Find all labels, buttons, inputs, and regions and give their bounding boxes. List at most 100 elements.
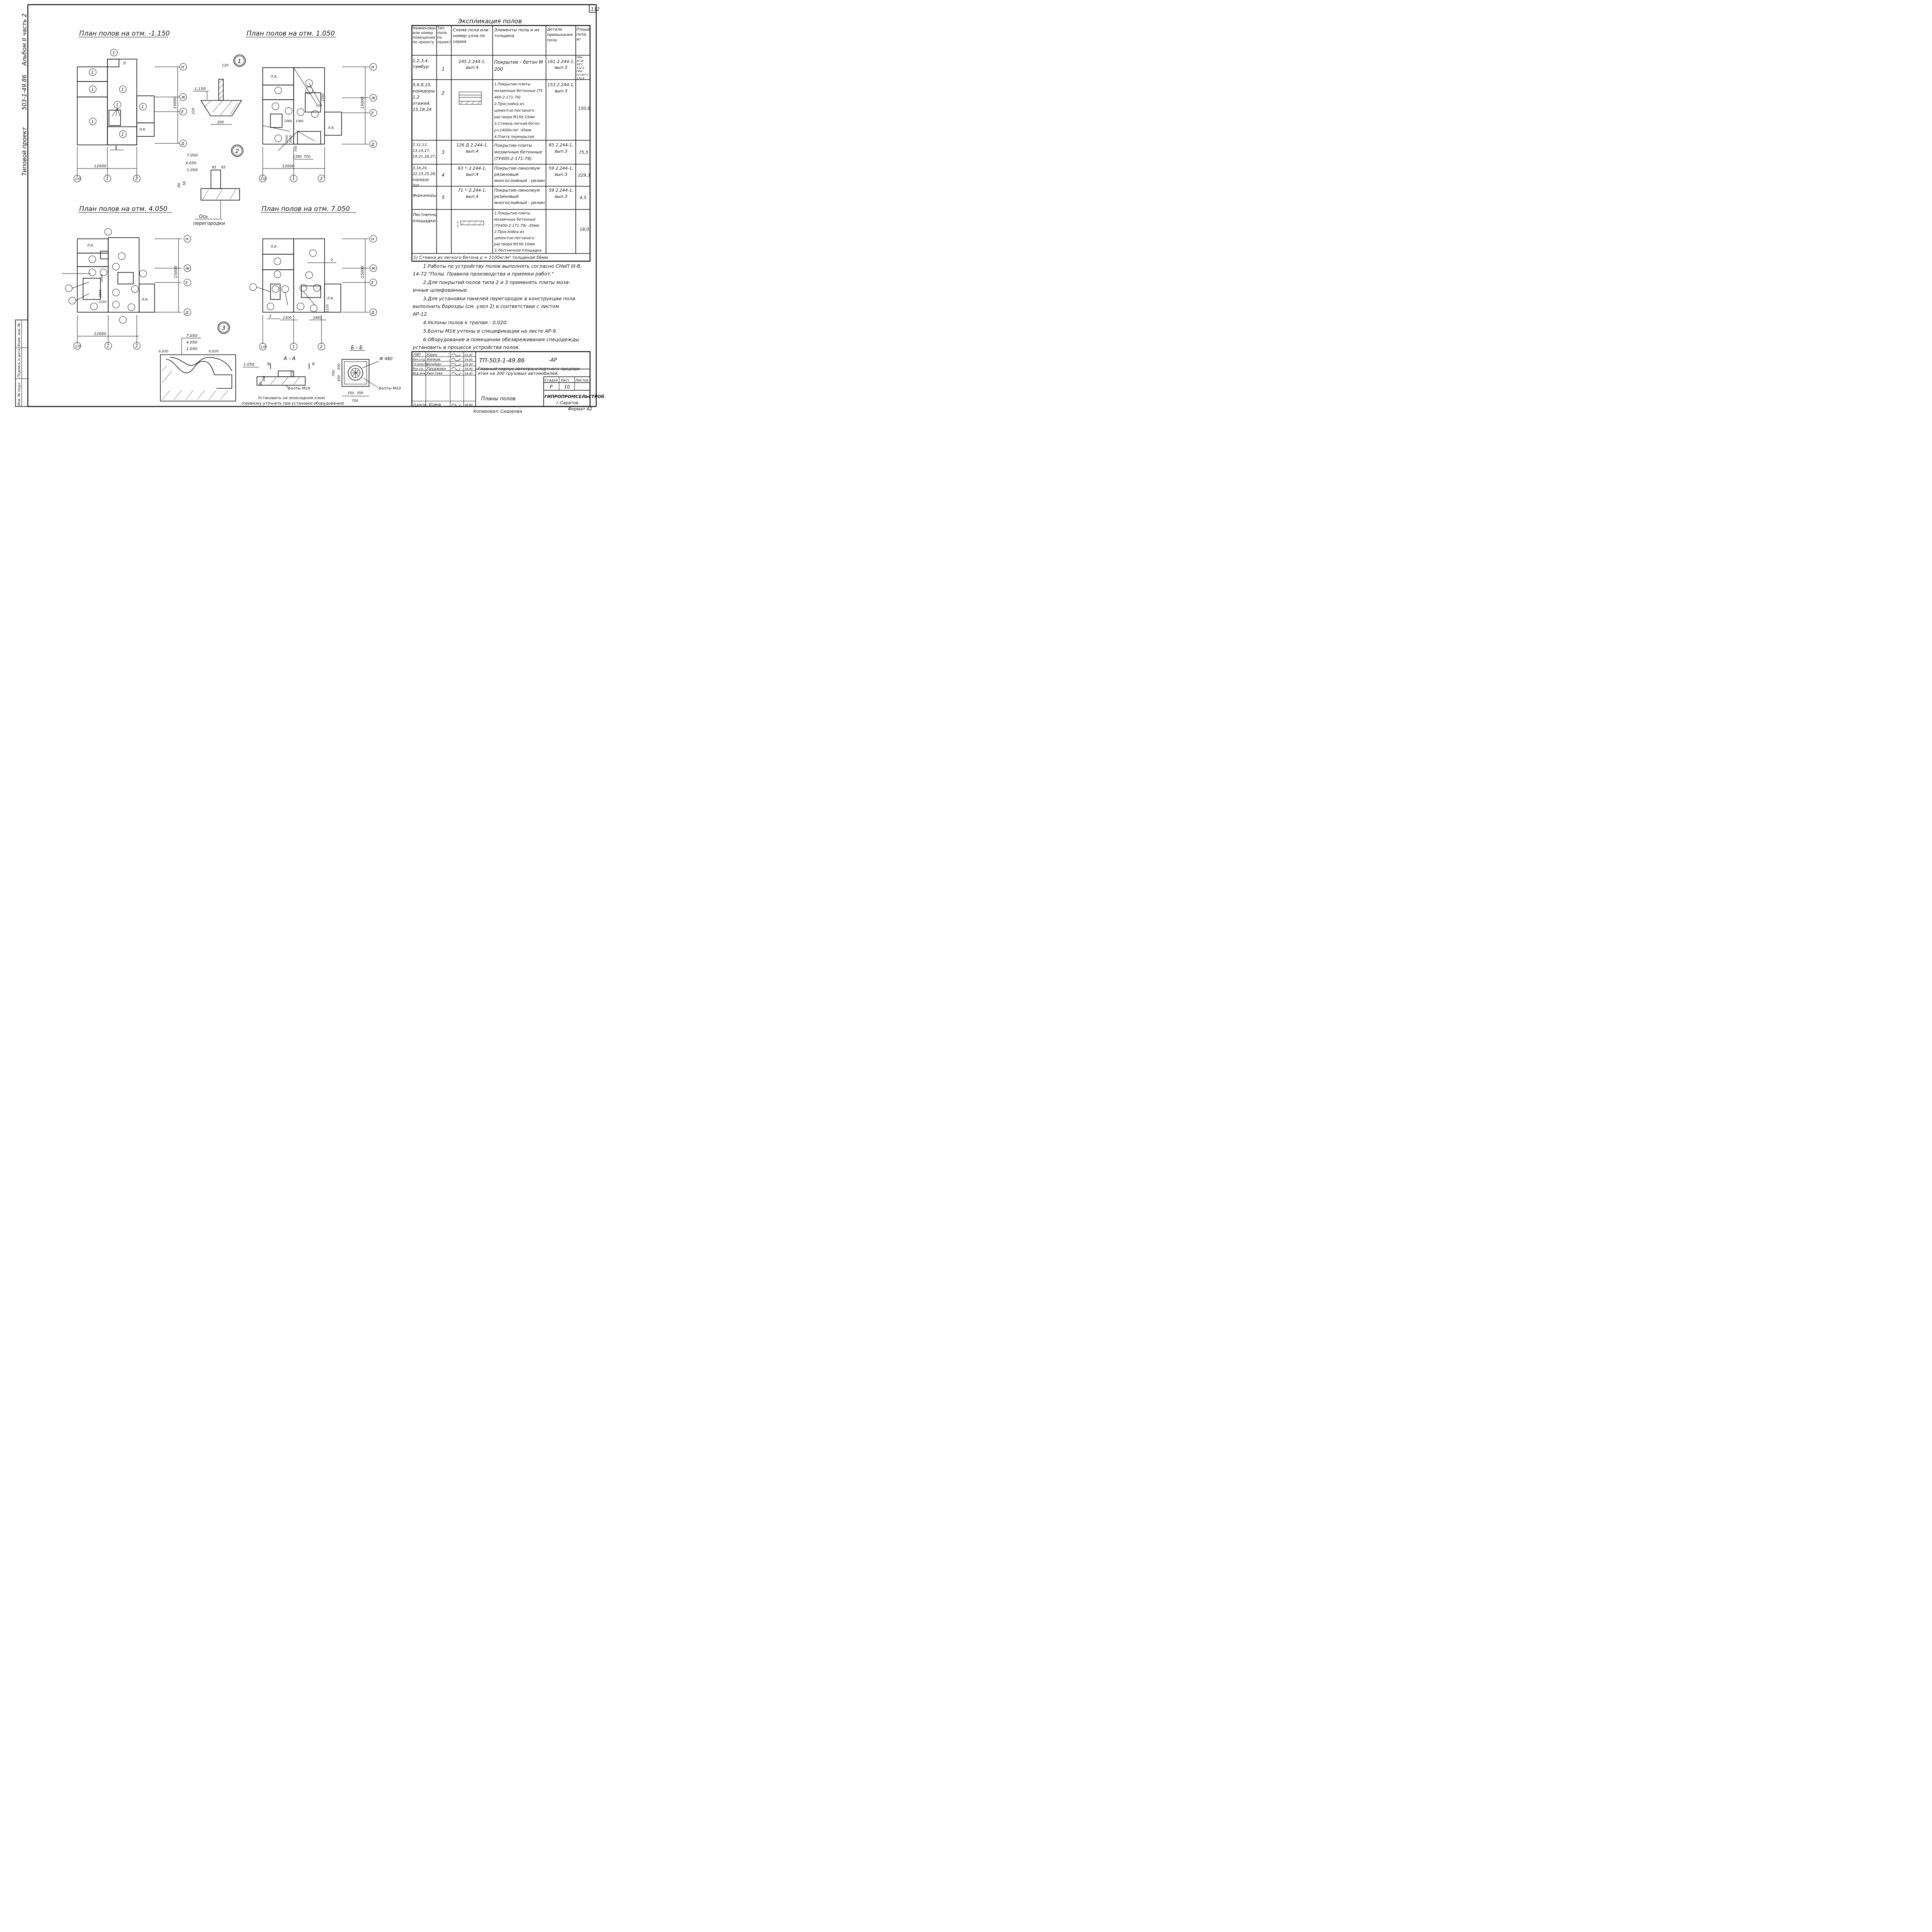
stamp-roles: ГИП Нач.отд. Гл.констр. Рук.гр. Вед.инж.… [413, 353, 473, 376]
node-1: 1 -1.150 120 220 200 [192, 54, 246, 125]
svg-text:1: 1 [238, 58, 242, 65]
row-1-room: 1,2,3,4, тамбур [413, 58, 429, 69]
svg-text:75,5: 75,5 [579, 150, 588, 155]
svg-text:Д: Д [371, 311, 374, 315]
node-3: 3 7.050 4.050 1.050 0,020 0,020 [158, 321, 236, 401]
row-5-scheme: 71 ¹⁾ 2.244-1, вып.4 [457, 188, 487, 199]
row-2-room: 5,6,8,10, коридоры 1,2 этажей, 15,18,24 [413, 82, 435, 112]
svg-text:100: 100 [290, 371, 293, 377]
svg-text:1: 1 [91, 87, 94, 92]
svg-text:Л.К.: Л.К. [87, 244, 94, 248]
row-3-scheme: 126 Д 2.244-1, вып.4 [456, 143, 488, 154]
svg-text:Главный корпус автотранспортно: Главный корпус автотранспортного предпри… [478, 366, 581, 371]
svg-text:1/0: 1/0 [260, 345, 266, 349]
svg-text:200: 200 [217, 121, 224, 124]
svg-text:1/0: 1/0 [75, 177, 81, 181]
svg-text:7.050: 7.050 [186, 334, 197, 338]
svg-text:350: 350 [337, 364, 341, 370]
svg-text:ГИП: ГИП [413, 353, 421, 357]
svg-text:1080: 1080 [296, 119, 303, 123]
note-line-10: 6.Оборудование в помещении обезвреживани… [423, 337, 579, 342]
svg-text:Стадия: Стадия [544, 379, 558, 383]
row-1-area: ПРН tн-20-30°С 112,0 ПРН tн=40°С 175,8 [577, 56, 588, 79]
svg-text:0,020: 0,020 [158, 350, 168, 354]
svg-text:Д: Д [185, 311, 189, 315]
svg-text:Р: Р [550, 384, 553, 389]
header-elements: Элементы пола и их толщина [494, 27, 540, 38]
svg-text:09.85: 09.85 [465, 367, 473, 371]
plan-4-axes: 1/0 1 2 Н Ж Е Д [259, 235, 377, 350]
table-footnote: 1) Стяжка из легкого бетона ρ = 1100кг/м… [413, 255, 548, 260]
svg-text:Л.К.: Л.К. [141, 298, 149, 302]
svg-text:15000: 15000 [361, 97, 365, 109]
svg-text:1: 1 [115, 146, 117, 150]
svg-text:Е: Е [185, 281, 188, 285]
note-line-1: 1.Работы по устройству полов выполнять с… [423, 263, 582, 269]
note-line-6: выполнить борозды (см. узел 2) в соответ… [413, 303, 559, 309]
svg-text:04.85: 04.85 [465, 363, 473, 366]
svg-text:2: 2 [442, 90, 445, 96]
svg-text:700: 700 [352, 399, 358, 403]
svg-text:Хвостова: Хвостова [426, 372, 442, 376]
note-line-9: 5.Болты М16 учтены в спецификации на лис… [423, 328, 557, 334]
svg-text:Д: Д [181, 142, 184, 146]
svg-text:1: 1 [116, 102, 119, 107]
svg-text:500: 500 [316, 104, 322, 107]
node-2: 2 7.050 4.050 1.050 95 95 80 50 Ось пере… [177, 145, 243, 226]
svg-text:1.050: 1.050 [243, 362, 255, 367]
svg-text:2550: 2550 [285, 135, 289, 143]
svg-text:700: 700 [332, 370, 336, 377]
svg-text:1/0: 1/0 [260, 177, 266, 181]
note-line-11: установить в процессе устройства полов. [412, 344, 520, 350]
title-block: ГИП Нач.отд. Гл.констр. Рук.гр. Вед.инж.… [411, 351, 604, 414]
svg-text:Болты М10: Болты М10 [379, 386, 401, 391]
svg-text:350: 350 [347, 391, 354, 395]
svg-text:1: 1 [107, 344, 109, 349]
note-line-8: 4.Уклоны полов к трапам - 0,020. [423, 320, 508, 325]
svg-text:150,8: 150,8 [578, 106, 590, 111]
note-line-4: ичные шлифованные. [413, 287, 468, 293]
svg-text:1: 1 [106, 176, 109, 181]
svg-text:ятия на 300 грузовых автомобил: ятия на 300 грузовых автомобилей. [478, 371, 559, 376]
svg-text:3: 3 [269, 315, 271, 319]
svg-text:1450: 1450 [100, 274, 104, 282]
svg-text:3: 3 [222, 325, 226, 332]
svg-text:2300: 2300 [283, 316, 292, 320]
svg-text:4: 4 [442, 172, 445, 178]
svg-text:1050: 1050 [321, 94, 325, 101]
svg-text:Установить на эпоксидном клею: Установить на эпоксидном клею [258, 396, 325, 400]
svg-text:Н: Н [371, 65, 374, 70]
plan-1-title: План полов на отм. -1.150 [79, 30, 170, 37]
row-4-elements: Покрытие-линолеум резиновый многослойный… [494, 166, 545, 183]
section-aa: А - А 1.050 Б Б 100 100 80 Болты М16 Уст… [242, 356, 344, 406]
stamp-org: ГИПРОПРОМСЕЛЬСТРОЙ [544, 394, 604, 399]
svg-text:100: 100 [262, 376, 266, 382]
svg-text:Д: Д [371, 143, 374, 147]
row-5-room: Форкамеры [413, 194, 436, 198]
svg-text:95: 95 [212, 166, 216, 170]
row-3-elements: Покрытие-плиты мозаичные бетонные (ТУ400… [494, 143, 542, 161]
svg-text:Болты М16: Болты М16 [288, 386, 310, 391]
svg-text:2: 2 [320, 344, 323, 349]
svg-text:2550: 2550 [99, 290, 102, 298]
svg-text:Е: Е [181, 110, 184, 114]
svg-text:350: 350 [357, 391, 363, 395]
svg-text:-1.150: -1.150 [193, 87, 206, 91]
row-2-detail: 153 2.244-1, вып.3 [547, 82, 575, 94]
stamp-drawing-name: Планы полов [481, 396, 515, 402]
svg-text:350: 350 [337, 375, 341, 382]
svg-text:12000: 12000 [94, 332, 106, 336]
svg-text:Л.К.: Л.К. [270, 75, 278, 79]
svg-text:4,5: 4,5 [580, 195, 587, 200]
table-title: Экспликация полов [457, 17, 522, 25]
row-6-scheme-sketch: 13 [457, 221, 484, 228]
svg-text:1: 1 [292, 176, 295, 181]
svg-text:Ф 480: Ф 480 [379, 356, 393, 361]
svg-text:1: 1 [457, 221, 459, 224]
svg-text:700: 700 [304, 155, 310, 159]
plan-3-title: План полов на отм. 4.050 [79, 205, 167, 213]
svg-text:3: 3 [442, 150, 445, 155]
svg-text:18,0: 18,0 [580, 227, 589, 232]
svg-text:2: 2 [135, 344, 138, 349]
svg-text:120: 120 [222, 64, 228, 68]
